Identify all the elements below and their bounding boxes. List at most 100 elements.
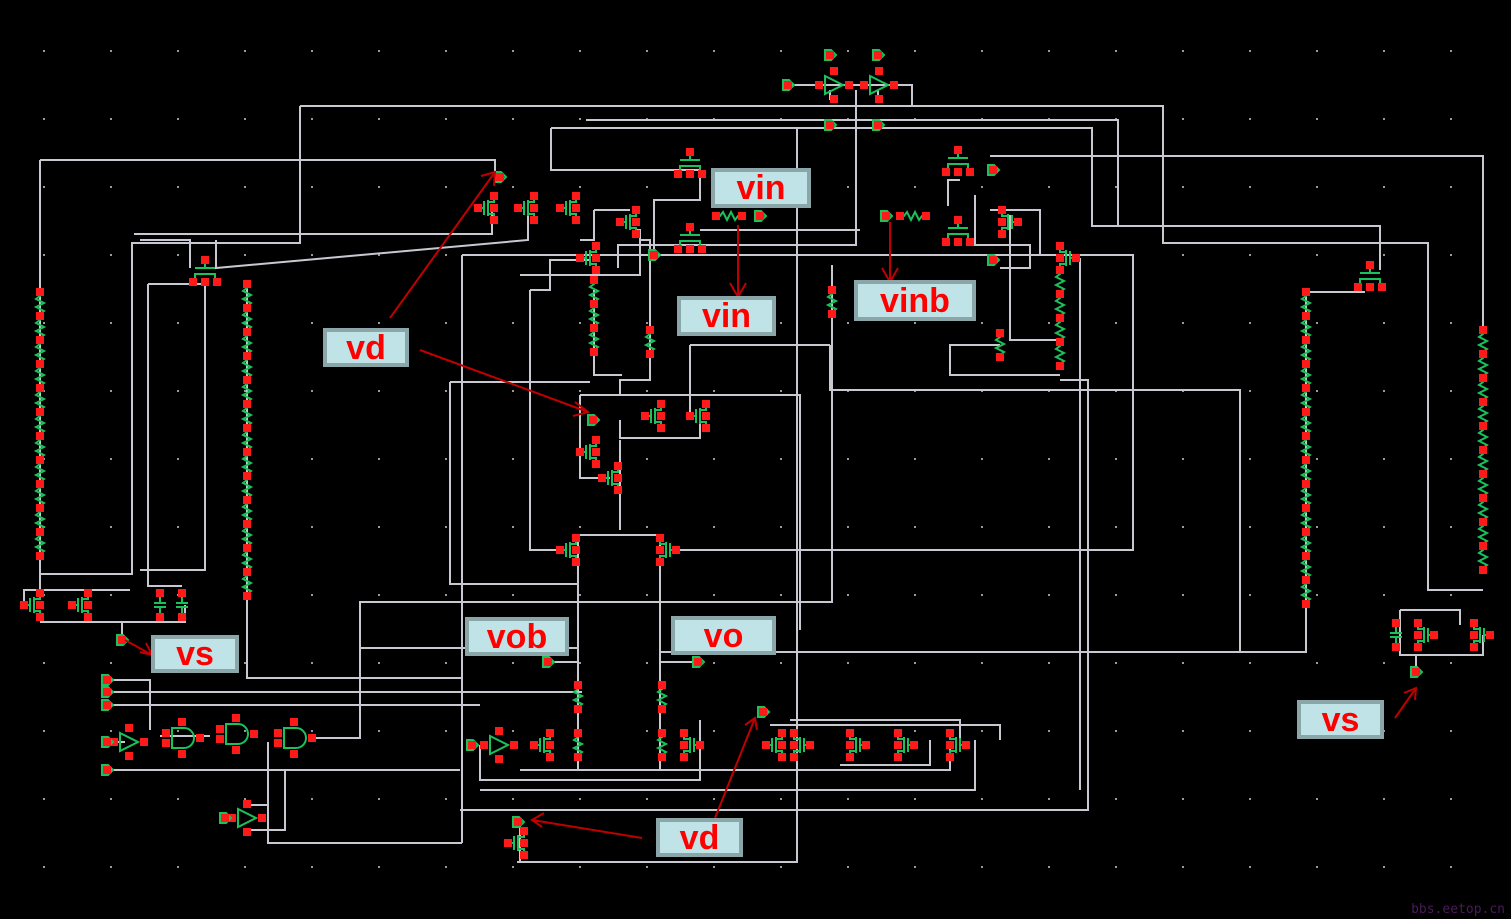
grid-dot — [713, 730, 715, 732]
pin-terminal — [1302, 408, 1310, 416]
grid-dot — [512, 118, 514, 120]
grid-dot — [646, 390, 648, 392]
pin-terminal — [556, 546, 564, 554]
grid-dot — [780, 322, 782, 324]
and-gate-icon — [225, 723, 249, 745]
grid-dot — [445, 730, 447, 732]
pin-terminal — [178, 589, 186, 597]
pin-terminal — [243, 280, 251, 288]
components — [20, 49, 1494, 859]
grid-dot — [1115, 322, 1117, 324]
pin-terminal — [1479, 422, 1487, 430]
grid-dot — [1182, 526, 1184, 528]
grid-dot — [847, 798, 849, 800]
pin-terminal — [530, 192, 538, 200]
pin-terminal — [954, 146, 962, 154]
grid-dot — [110, 798, 112, 800]
grid-dot — [1316, 186, 1318, 188]
pin-terminal — [243, 568, 251, 576]
net-label-vo: vo — [671, 616, 776, 655]
pin-terminal — [36, 504, 44, 512]
grid-dot — [311, 526, 313, 528]
grid-dot — [244, 798, 246, 800]
pin-terminal — [514, 204, 522, 212]
grid-dot — [311, 186, 313, 188]
pin-terminal — [1056, 254, 1064, 262]
pin-terminal — [874, 51, 882, 59]
pin-terminal — [1392, 619, 1400, 627]
pin-terminal — [846, 741, 854, 749]
grid-dot — [378, 186, 380, 188]
grid-dot — [311, 118, 313, 120]
grid-dot — [847, 526, 849, 528]
grid-dot — [713, 526, 715, 528]
pin-terminal — [1470, 619, 1478, 627]
grid-dot — [445, 186, 447, 188]
grid-dot — [1249, 186, 1251, 188]
grid-dot — [914, 526, 916, 528]
grid-dot — [110, 866, 112, 868]
grid-dot — [512, 798, 514, 800]
pin-terminal — [576, 448, 584, 456]
grid-dot — [378, 322, 380, 324]
grid-dot — [713, 866, 715, 868]
grid-dot — [1249, 390, 1251, 392]
pin-terminal — [546, 753, 554, 761]
grid-dot — [1115, 594, 1117, 596]
grid-dot — [43, 798, 45, 800]
pin-terminal — [36, 456, 44, 464]
buffer-icon — [237, 807, 259, 829]
grid-dot — [981, 526, 983, 528]
grid-dot — [311, 662, 313, 664]
buffer-icon — [824, 74, 846, 96]
grid-dot — [914, 594, 916, 596]
pin-terminal — [1302, 384, 1310, 392]
pin-terminal — [520, 827, 528, 835]
grid-dot — [177, 458, 179, 460]
pin-terminal — [574, 729, 582, 737]
pin-terminal — [1302, 576, 1310, 584]
pin-terminal — [1056, 314, 1064, 322]
pin-terminal — [698, 245, 706, 253]
pin-terminal — [592, 266, 600, 274]
grid-dot — [43, 322, 45, 324]
grid-dot — [1383, 866, 1385, 868]
pin-terminal — [572, 204, 580, 212]
pin-terminal — [657, 400, 665, 408]
pin-terminal — [954, 168, 962, 176]
grid-dot — [1182, 594, 1184, 596]
pin-terminal — [36, 552, 44, 560]
pin-terminal — [590, 348, 598, 356]
pin-terminal — [756, 212, 764, 220]
grid-dot — [780, 390, 782, 392]
grid-dot — [445, 118, 447, 120]
pin-terminal — [942, 238, 950, 246]
grid-dot — [311, 866, 313, 868]
pin-terminal — [1056, 242, 1064, 250]
grid-dot — [1316, 458, 1318, 460]
pin-terminal — [658, 729, 666, 737]
pin-terminal — [572, 546, 580, 554]
grid-dot — [646, 730, 648, 732]
grid-dot — [847, 322, 849, 324]
grid-dot — [1115, 186, 1117, 188]
pin-terminal — [696, 741, 704, 749]
grid-dot — [43, 730, 45, 732]
grid-dot — [244, 186, 246, 188]
grid-dot — [1115, 866, 1117, 868]
pin-terminal — [290, 750, 298, 758]
grid-dot — [914, 458, 916, 460]
pin-terminal — [996, 329, 1004, 337]
pin-terminal — [36, 432, 44, 440]
grid-dot — [1450, 662, 1452, 664]
pin-terminal — [702, 424, 710, 432]
pin-terminal — [243, 424, 251, 432]
pin-terminal — [910, 741, 918, 749]
grid-dot — [512, 186, 514, 188]
buffer-icon — [869, 74, 891, 96]
pin-terminal — [510, 741, 518, 749]
grid-dot — [445, 458, 447, 460]
grid-dot — [646, 594, 648, 596]
grid-dot — [914, 186, 916, 188]
